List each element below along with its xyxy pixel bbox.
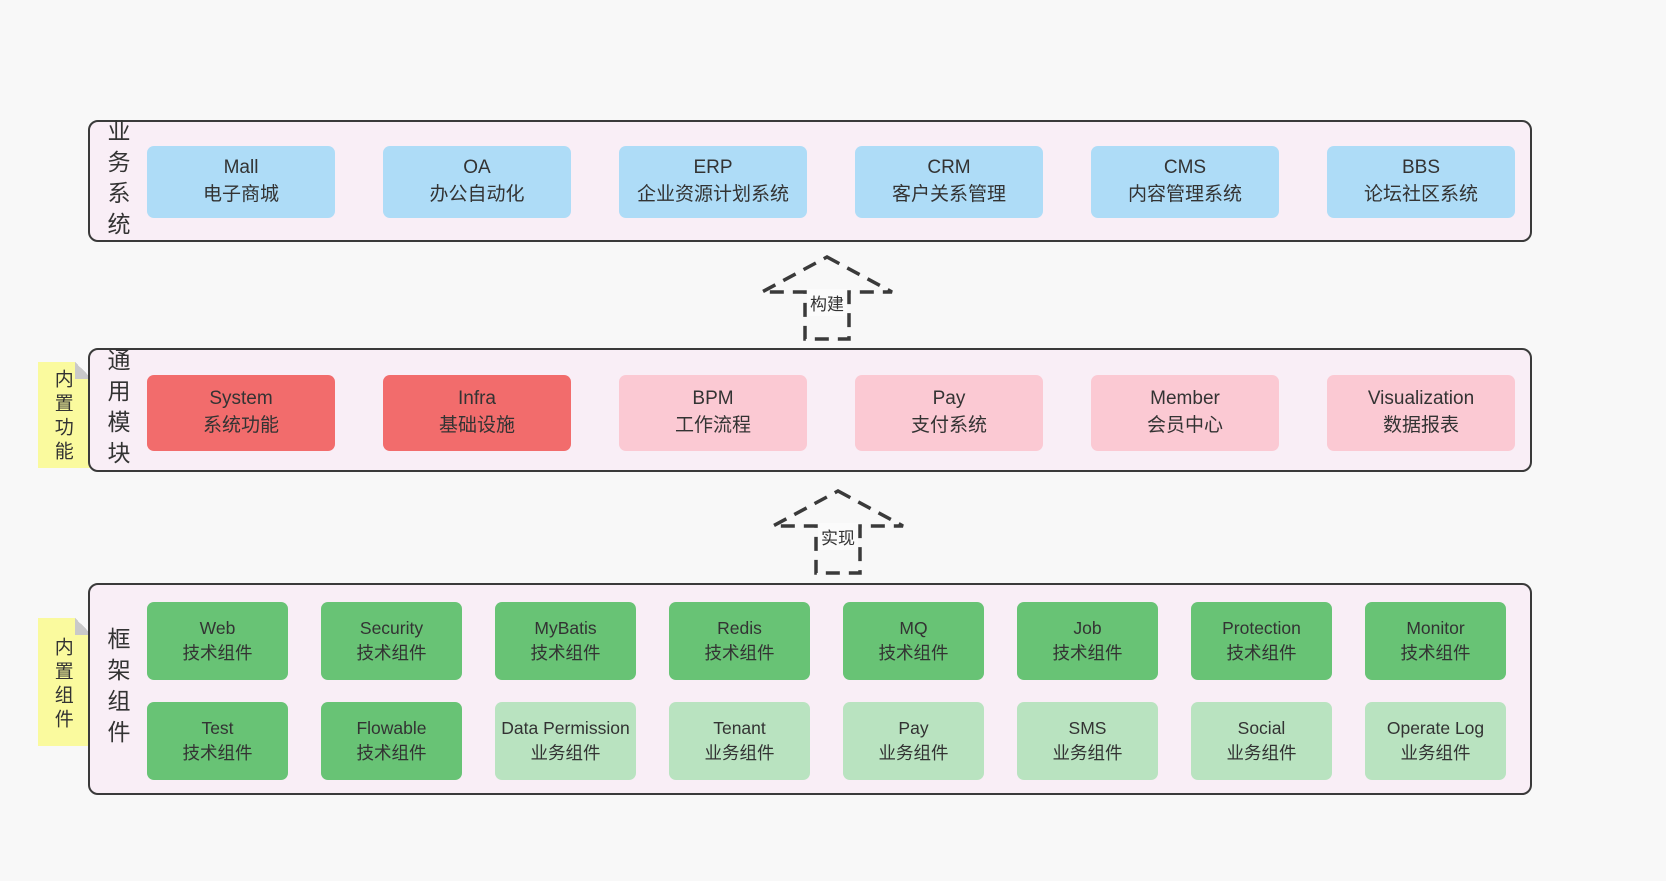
card-web: Web 技术组件 bbox=[147, 602, 288, 680]
section-label: 业务系统 bbox=[104, 119, 130, 243]
card-crm: CRM 客户关系管理 bbox=[855, 146, 1043, 218]
arrow-label: 实现 bbox=[818, 523, 858, 550]
sticky-label: 内置功能 bbox=[51, 369, 73, 466]
sticky-note-builtin-features: 内置功能 bbox=[38, 362, 92, 468]
card-mq: MQ 技术组件 bbox=[843, 602, 984, 680]
section-framework-components: 框架组件 Web 技术组件 Security 技术组件 MyBatis 技术组件… bbox=[88, 583, 1532, 795]
card-mall: Mall 电子商城 bbox=[147, 146, 335, 218]
card-system: System 系统功能 bbox=[147, 375, 335, 451]
folded-corner-icon bbox=[75, 362, 92, 379]
card-member: Member 会员中心 bbox=[1091, 375, 1279, 451]
card-data-permission: Data Permission 业务组件 bbox=[495, 702, 636, 780]
card-job: Job 技术组件 bbox=[1017, 602, 1158, 680]
card-pay-component: Pay 业务组件 bbox=[843, 702, 984, 780]
block-arrow-up-icon bbox=[761, 255, 893, 341]
folded-corner-icon bbox=[75, 618, 92, 635]
section-business-systems: 业务系统 Mall 电子商城 OA 办公自动化 ERP 企业资源计划系统 CRM… bbox=[88, 119, 1532, 243]
card-bpm: BPM 工作流程 bbox=[619, 375, 807, 451]
card-social: Social 业务组件 bbox=[1191, 702, 1332, 780]
card-sms: SMS 业务组件 bbox=[1017, 702, 1158, 780]
block-arrow-up-icon bbox=[772, 489, 904, 575]
card-monitor: Monitor 技术组件 bbox=[1365, 602, 1506, 680]
card-infra: Infra 基础设施 bbox=[383, 375, 571, 451]
card-tenant: Tenant 业务组件 bbox=[669, 702, 810, 780]
card-oa: OA 办公自动化 bbox=[383, 146, 571, 218]
section-label: 框架组件 bbox=[104, 627, 130, 751]
card-bbs: BBS 论坛社区系统 bbox=[1327, 146, 1515, 218]
card-test: Test 技术组件 bbox=[147, 702, 288, 780]
sticky-label: 内置组件 bbox=[51, 636, 73, 733]
card-cms: CMS 内容管理系统 bbox=[1091, 146, 1279, 218]
sticky-note-builtin-components: 内置组件 bbox=[38, 618, 92, 746]
card-redis: Redis 技术组件 bbox=[669, 602, 810, 680]
card-erp: ERP 企业资源计划系统 bbox=[619, 146, 807, 218]
card-pay-system: Pay 支付系统 bbox=[855, 375, 1043, 451]
card-operate-log: Operate Log 业务组件 bbox=[1365, 702, 1506, 780]
card-protection: Protection 技术组件 bbox=[1191, 602, 1332, 680]
card-flowable: Flowable 技术组件 bbox=[321, 702, 462, 780]
card-visualization: Visualization 数据报表 bbox=[1327, 375, 1515, 451]
section-common-modules: 通用模块 System 系统功能 Infra 基础设施 BPM 工作流程 Pay… bbox=[88, 348, 1532, 472]
arrow-implement: 实现 bbox=[768, 486, 908, 578]
arrow-label: 构建 bbox=[807, 289, 847, 316]
section-label: 通用模块 bbox=[104, 348, 130, 472]
arrow-build: 构建 bbox=[757, 252, 897, 344]
card-mybatis: MyBatis 技术组件 bbox=[495, 602, 636, 680]
card-security: Security 技术组件 bbox=[321, 602, 462, 680]
